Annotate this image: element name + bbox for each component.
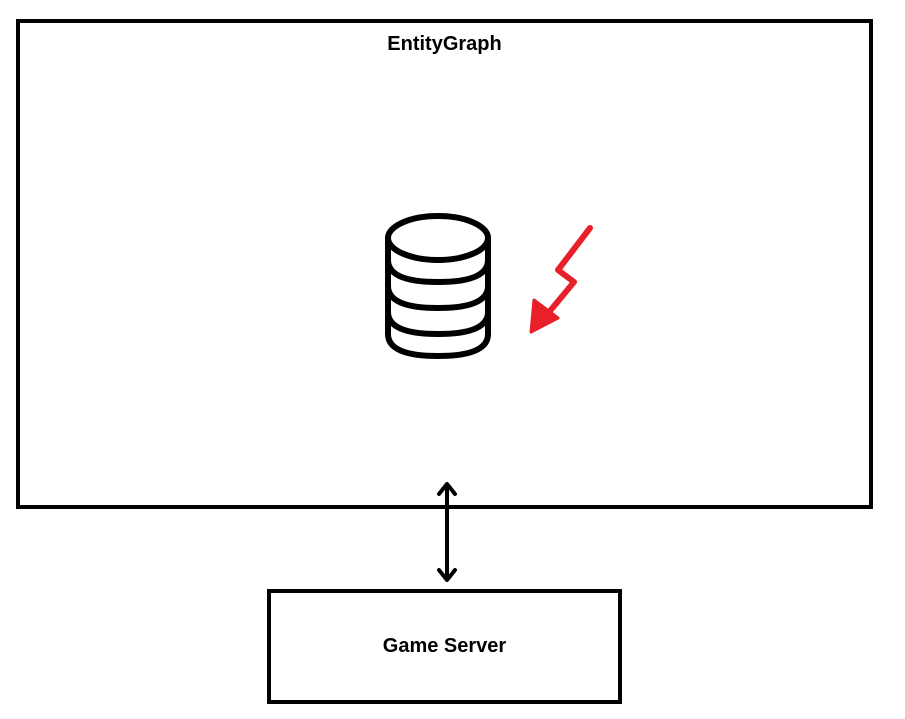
game-server-box: Game Server	[267, 589, 622, 704]
game-server-label: Game Server	[382, 635, 507, 657]
entity-graph-box: EntityGraph	[16, 19, 873, 509]
entity-graph-title: EntityGraph	[387, 33, 502, 55]
